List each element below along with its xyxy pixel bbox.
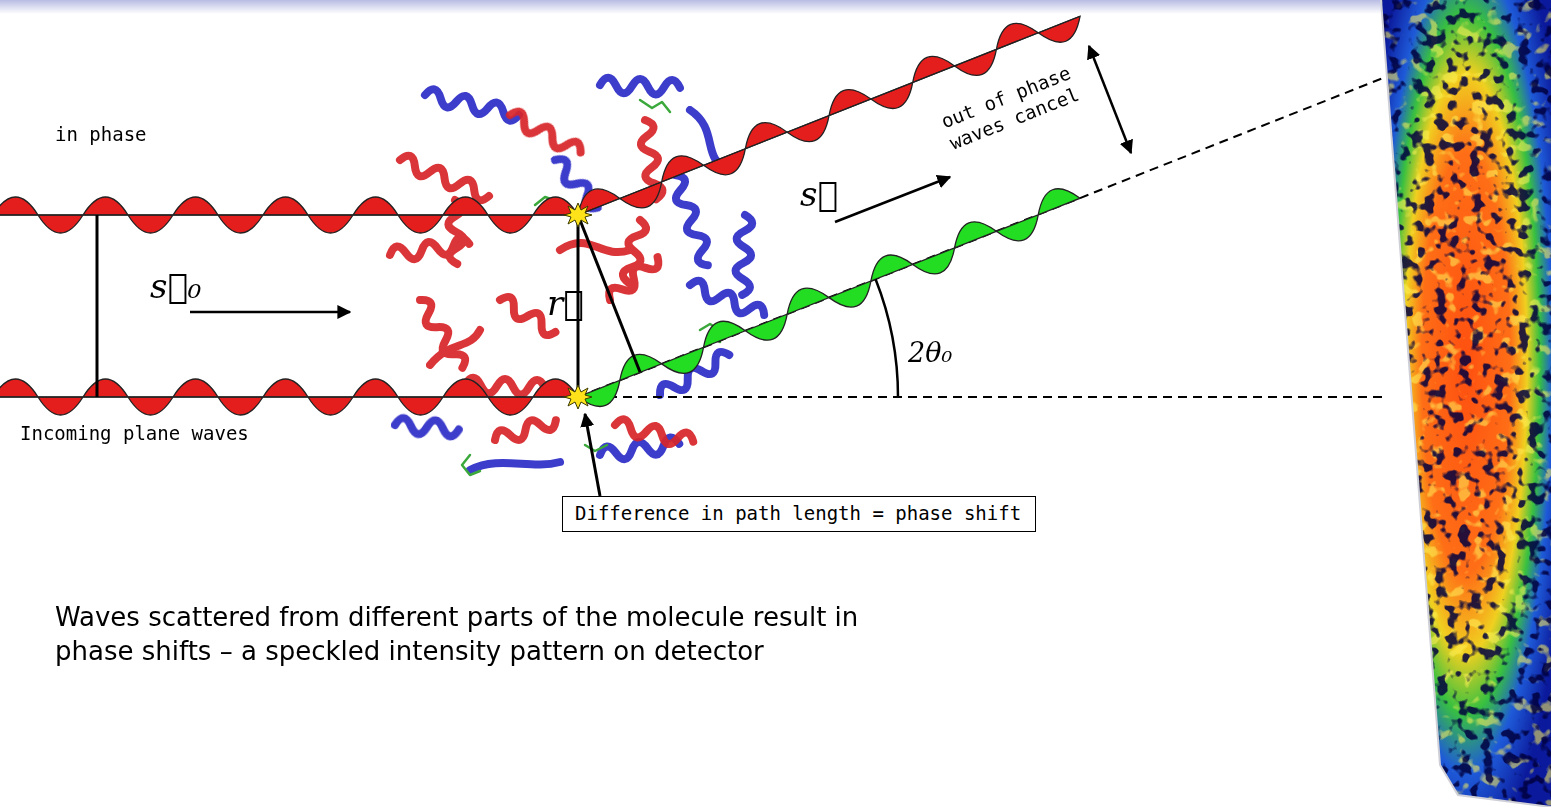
callout-box: Difference in path length = phase shift	[562, 496, 1036, 532]
double-arrow	[1089, 46, 1131, 153]
annotation: out of phase waves cancel	[932, 59, 1088, 157]
vector-label: s⃗	[800, 176, 838, 213]
callout-text: Difference in path length = phase shift	[575, 502, 1023, 525]
protein-ribbon	[389, 78, 767, 475]
wave-label: Incoming plane waves	[20, 422, 249, 445]
wave-axis	[0, 214, 578, 215]
detector-image	[1381, 0, 1551, 807]
angle-label: 2θ₀	[908, 338, 952, 368]
angle-arc	[876, 279, 898, 397]
dashed-line	[578, 396, 1383, 398]
vector-label: s⃗₀	[150, 268, 201, 305]
header-band	[0, 0, 1551, 14]
wave-label: in phase	[55, 123, 147, 146]
leader-arrow	[585, 414, 600, 496]
vector-label: r⃗	[547, 285, 584, 322]
incident-arrow	[190, 311, 350, 314]
detector-edge	[1381, 0, 1551, 807]
wave	[0, 197, 578, 415]
scattered-wave	[571, 181, 1086, 413]
phase-line	[96, 215, 99, 397]
scattered-arrow	[835, 177, 950, 222]
path-difference-line	[578, 215, 640, 372]
caption: Waves scattered from different parts of …	[55, 600, 915, 669]
wave-axis	[0, 396, 578, 397]
